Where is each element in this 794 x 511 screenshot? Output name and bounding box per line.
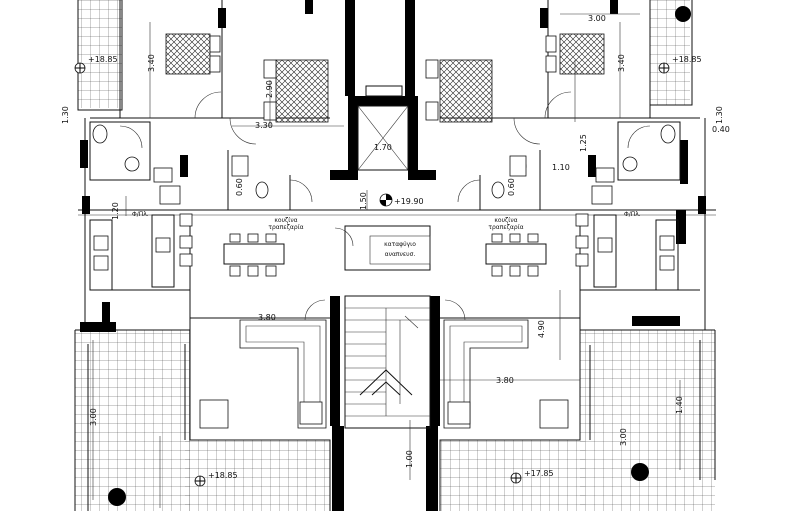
sofa-left xyxy=(199,319,327,429)
dim-1-10: 1.10 xyxy=(552,163,570,172)
dim-1-25: 1.25 xyxy=(579,134,588,152)
level-bottom-left: +18.85 xyxy=(208,471,238,480)
level-marker-top-right xyxy=(658,62,670,74)
dim-3-40-right: 3.40 xyxy=(617,54,626,72)
dim-0-60-left: 0.60 xyxy=(235,178,244,196)
label-shelter-1: καταφύγιο xyxy=(384,241,416,248)
dim-1-30-right: 1.30 xyxy=(715,106,724,124)
dimension-lines xyxy=(92,13,681,508)
shelter-room xyxy=(344,225,431,271)
kitchen-left xyxy=(89,213,193,291)
label-dining-left: τραπεζαρία xyxy=(268,224,303,231)
dim-3-80-right: 3.80 xyxy=(496,376,514,385)
dim-3-00-top: 3.00 xyxy=(588,14,606,23)
label-dining-right: τραπεζαρία xyxy=(488,224,523,231)
level-top-left: +18.85 xyxy=(88,55,118,64)
level-marker-bottom-left xyxy=(194,475,206,487)
door-swings xyxy=(119,91,651,321)
level-core: +19.90 xyxy=(394,197,424,206)
bed-right-mid xyxy=(425,59,493,123)
level-marker-core xyxy=(379,193,393,207)
dim-1-50: 1.50 xyxy=(359,192,368,210)
sofa-right xyxy=(443,319,569,429)
dim-3-80-left: 3.80 xyxy=(258,313,276,322)
dim-1-70: 1.70 xyxy=(374,143,392,152)
label-shelter-2: αναπνευσ. xyxy=(385,251,416,258)
staircase xyxy=(344,295,431,429)
dim-1-30-left: 1.30 xyxy=(61,106,70,124)
label-wm-right: Φ/Πλ. xyxy=(624,211,641,218)
lift-shaft xyxy=(357,85,409,171)
dim-0-40: 0.40 xyxy=(712,125,730,134)
dim-1-00: 1.00 xyxy=(405,450,414,468)
level-marker-top-left xyxy=(74,62,86,74)
dim-4-90: 4.90 xyxy=(537,320,546,338)
dim-2-90: 2.90 xyxy=(265,80,274,98)
column-marker-bottom-right xyxy=(631,463,649,481)
bed-left-top xyxy=(165,33,221,75)
dim-3-00-left: 3.00 xyxy=(89,408,98,426)
dim-3-00-bottom: 3.00 xyxy=(619,428,628,446)
level-top-right: +18.85 xyxy=(672,55,702,64)
label-wm-left: Φ/Πλ. xyxy=(132,211,149,218)
column-marker-bottom-left xyxy=(108,488,126,506)
dim-1-20: 1.20 xyxy=(111,202,120,220)
bathroom-left xyxy=(89,121,269,205)
level-bottom-right: +17.85 xyxy=(524,469,554,478)
dim-3-40-left: 3.40 xyxy=(147,54,156,72)
label-kitchen-right: κουζίνα xyxy=(494,217,517,224)
dining-left xyxy=(223,233,285,277)
dim-1-40: 1.40 xyxy=(675,396,684,414)
column-marker-top-right xyxy=(675,6,691,22)
dining-right xyxy=(485,233,547,277)
bed-right-top xyxy=(545,33,605,75)
level-marker-bottom-right xyxy=(510,472,522,484)
balcony-left xyxy=(77,0,123,111)
dim-0-60-right: 0.60 xyxy=(507,178,516,196)
terrace-right xyxy=(439,329,716,511)
label-kitchen-left: κουζίνα xyxy=(274,217,297,224)
kitchen-right xyxy=(575,213,679,291)
bathroom-right xyxy=(491,121,681,205)
bed-left-mid xyxy=(263,59,329,123)
dim-3-30: 3.30 xyxy=(255,121,273,130)
terrace-left xyxy=(74,329,331,511)
